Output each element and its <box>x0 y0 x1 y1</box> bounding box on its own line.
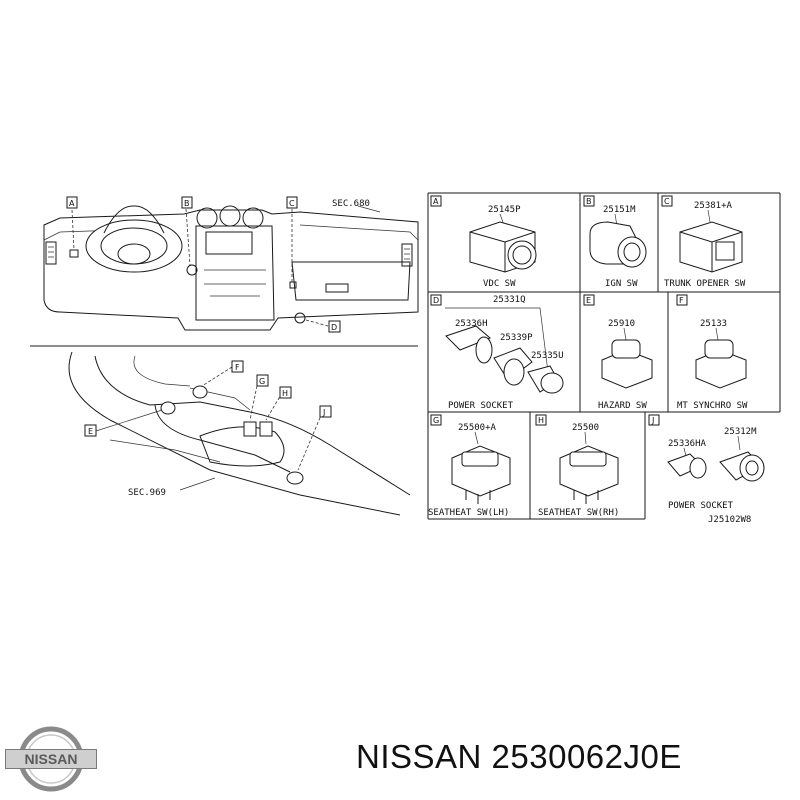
cell-j: J 25312M 25336HA POWER SOCKET <box>648 414 765 511</box>
cell-f-caption: MT SYNCHRO SW <box>677 401 748 411</box>
callout-b: B <box>184 199 190 208</box>
cell-d-subpart-3: 25335U <box>531 351 564 361</box>
cell-c-part: 25381+A <box>694 201 733 211</box>
cell-b-letter: B <box>586 197 592 206</box>
cell-b: B 25151M IGN SW <box>583 195 647 289</box>
cell-h: H 25500 SEATHEAT SW(RH) <box>535 414 619 518</box>
cell-a-part: 25145P <box>488 205 521 215</box>
nissan-logo-text: NISSAN <box>25 751 78 767</box>
console-overview: F G H J E SEC.969 <box>68 351 411 516</box>
sec-969-label: SEC.969 <box>128 488 166 498</box>
diagram-code: J25102W8 <box>708 515 751 525</box>
cell-h-letter: H <box>538 416 544 425</box>
cell-g-part: 25500+A <box>458 423 497 433</box>
callout-h: H <box>282 389 288 398</box>
cell-c-letter: C <box>664 197 670 206</box>
sec-680-label: SEC.680 <box>332 199 370 209</box>
parts-grid <box>427 192 781 520</box>
cell-b-caption: IGN SW <box>605 279 638 289</box>
cell-g: G 25500+A SEATHEAT SW(LH) <box>428 414 511 518</box>
cell-e-letter: E <box>586 296 591 305</box>
cell-c-caption: TRUNK OPENER SW <box>664 279 746 289</box>
cell-a: A 25145P VDC SW <box>430 195 537 289</box>
callout-j: J <box>322 408 325 417</box>
cell-c: C 25381+A TRUNK OPENER SW <box>661 195 746 289</box>
callout-g: G <box>259 377 265 386</box>
callout-c: C <box>289 199 295 208</box>
nissan-logo-icon: NISSAN <box>5 726 97 792</box>
cell-g-caption: SEATHEAT SW(LH) <box>428 508 509 518</box>
callout-f: F <box>235 363 240 372</box>
cell-j-subpart-1: 25336HA <box>668 439 707 449</box>
cell-e: E 25910 HAZARD SW <box>583 294 653 411</box>
part-number-label: NISSAN 2530062J0E <box>356 738 682 775</box>
cell-a-letter: A <box>433 197 439 206</box>
cell-d-letter: D <box>433 296 439 305</box>
dashboard-overview: A B C D SEC.680 <box>43 196 419 333</box>
cell-h-part: 25500 <box>572 423 599 433</box>
callout-a: A <box>69 199 75 208</box>
cell-d-subpart-2: 25339P <box>500 333 533 343</box>
cell-d-part: 25331Q <box>493 295 526 305</box>
callout-e: E <box>88 427 93 436</box>
cell-h-caption: SEATHEAT SW(RH) <box>538 508 619 518</box>
cell-j-part: 25312M <box>724 427 757 437</box>
cell-j-letter: J <box>651 416 654 425</box>
cell-g-letter: G <box>433 416 439 425</box>
cell-a-caption: VDC SW <box>483 279 516 289</box>
cell-e-caption: HAZARD SW <box>598 401 647 411</box>
cell-f-letter: F <box>679 296 684 305</box>
cell-d-caption: POWER SOCKET <box>448 401 514 411</box>
cell-b-part: 25151M <box>603 205 636 215</box>
cell-f-part: 25133 <box>700 319 727 329</box>
cell-d: D 25331Q 25336H 25339P 25335U POWER SOCK… <box>430 294 564 411</box>
cell-d-subpart-1: 25336H <box>455 319 488 329</box>
cell-f: F 25133 MT SYNCHRO SW <box>676 294 748 411</box>
cell-e-part: 25910 <box>608 319 635 329</box>
callout-d: D <box>331 323 337 332</box>
cell-j-caption: POWER SOCKET <box>668 501 734 511</box>
